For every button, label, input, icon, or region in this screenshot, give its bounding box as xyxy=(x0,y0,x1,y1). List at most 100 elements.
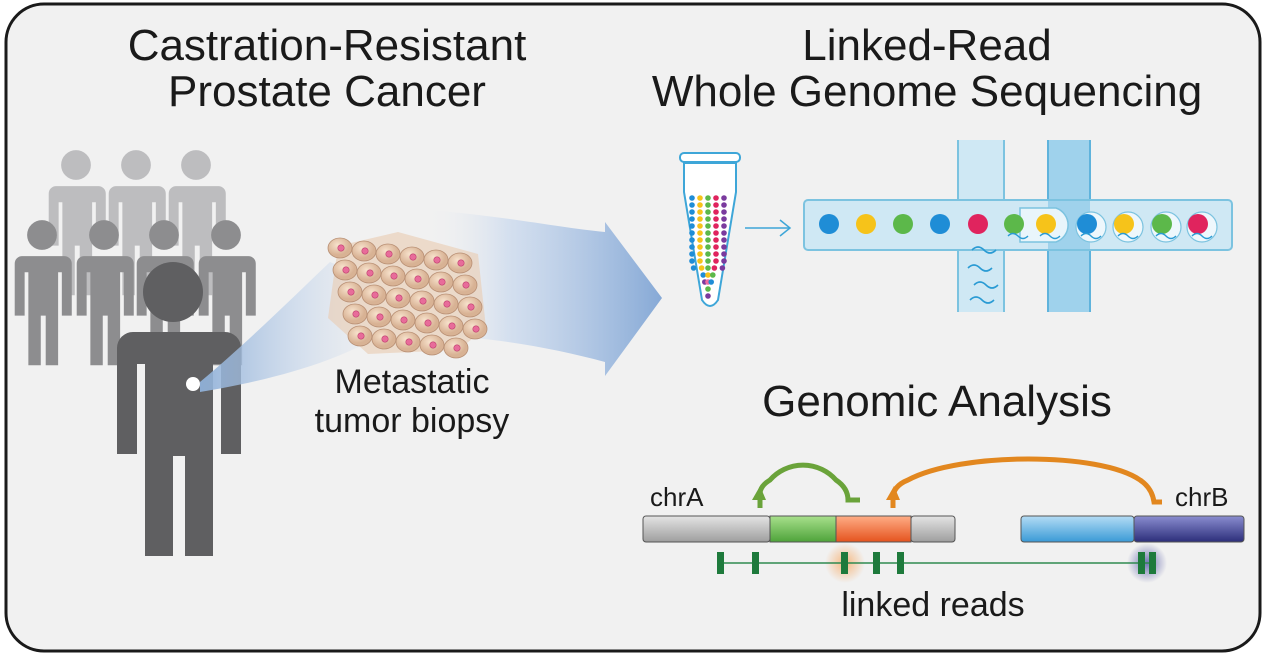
tumor-cell xyxy=(356,262,382,284)
person-icon xyxy=(76,220,134,366)
bead xyxy=(721,223,727,229)
bead xyxy=(689,237,695,243)
small-arrow-icon xyxy=(745,219,792,237)
tumor-cell xyxy=(395,331,421,353)
bead xyxy=(713,244,719,250)
bead xyxy=(700,272,706,278)
analysis-title: Genomic Analysis xyxy=(762,377,1112,426)
bead xyxy=(697,202,703,208)
bead xyxy=(697,237,703,243)
bead xyxy=(689,244,695,250)
bead xyxy=(705,286,711,292)
tumor-cell xyxy=(409,290,435,312)
tumor-cell xyxy=(351,240,377,262)
tumor-cell xyxy=(428,271,454,293)
gel-bead xyxy=(930,214,950,234)
bead xyxy=(689,223,695,229)
linked-reads-icon xyxy=(717,543,1167,583)
bead xyxy=(689,202,695,208)
bead xyxy=(721,202,727,208)
tumor-cell xyxy=(366,306,392,328)
bead xyxy=(721,258,727,264)
bead xyxy=(721,251,727,257)
tumor-cell xyxy=(452,274,478,296)
bead xyxy=(713,216,719,222)
tumor-cell xyxy=(375,243,401,265)
bead xyxy=(705,223,711,229)
bead xyxy=(705,272,711,278)
bead xyxy=(705,258,711,264)
tumor-cell xyxy=(462,318,488,340)
bead xyxy=(721,237,727,243)
bead xyxy=(713,237,719,243)
title-left-line1: Castration-Resistant xyxy=(128,21,527,70)
bead xyxy=(713,202,719,208)
tumor-cell xyxy=(447,252,473,274)
bead xyxy=(721,230,727,236)
bead xyxy=(705,251,711,257)
bead xyxy=(689,230,695,236)
tube-icon xyxy=(679,152,741,307)
chr-b-label: chrB xyxy=(1175,482,1228,512)
tumor-cell xyxy=(337,281,363,303)
bead xyxy=(697,209,703,215)
bead xyxy=(713,223,719,229)
tumor-cell xyxy=(423,249,449,271)
bead xyxy=(705,244,711,250)
tumor-cell xyxy=(380,265,406,287)
biopsy-label-line1: Metastatic xyxy=(335,363,490,401)
droplet xyxy=(1186,211,1218,243)
bead xyxy=(719,265,726,271)
tumor-cell xyxy=(327,237,353,259)
biopsy-label-line2: tumor biopsy xyxy=(315,402,510,440)
droplet xyxy=(1075,211,1107,243)
tumor-cell xyxy=(414,312,440,334)
bead xyxy=(721,216,727,222)
gel-bead xyxy=(893,214,913,234)
bead xyxy=(708,279,714,285)
tumor-cell xyxy=(342,303,368,325)
bead xyxy=(697,244,703,250)
title-right-line2: Whole Genome Sequencing xyxy=(652,67,1202,116)
tumor-cell xyxy=(390,309,416,331)
microfluidic-chip-icon xyxy=(803,140,1233,312)
tumor-cell xyxy=(419,334,445,356)
bead xyxy=(690,265,697,271)
bead xyxy=(721,209,727,215)
bead xyxy=(710,272,716,278)
tumor-cell xyxy=(399,246,425,268)
bead xyxy=(689,216,695,222)
title-left-line2: Prostate Cancer xyxy=(168,67,486,116)
bead xyxy=(713,230,719,236)
title-right-line1: Linked-Read xyxy=(802,21,1052,70)
gel-bead xyxy=(968,214,988,234)
bead xyxy=(705,293,711,299)
tumor-cell xyxy=(371,328,397,350)
tube-beads xyxy=(689,195,727,299)
bead xyxy=(705,265,711,271)
bead xyxy=(705,195,711,201)
tumor-cell xyxy=(385,287,411,309)
bead xyxy=(721,195,727,201)
gel-bead xyxy=(856,214,876,234)
chromosome-icon xyxy=(642,456,1245,543)
bead xyxy=(689,209,695,215)
bead xyxy=(697,195,703,201)
tumor-cell xyxy=(457,296,483,318)
tumor-cell xyxy=(404,268,430,290)
bead xyxy=(711,265,718,271)
bead xyxy=(713,258,719,264)
droplet xyxy=(1004,214,1029,240)
tumor-cell xyxy=(347,325,373,347)
tumor-cell xyxy=(332,259,358,281)
bead xyxy=(713,195,719,201)
bead xyxy=(697,223,703,229)
droplet xyxy=(1112,211,1144,243)
bead xyxy=(705,237,711,243)
bead xyxy=(705,202,711,208)
chip-beads xyxy=(819,211,1218,243)
bead xyxy=(698,265,705,271)
bead xyxy=(721,244,727,250)
gel-bead xyxy=(819,214,839,234)
